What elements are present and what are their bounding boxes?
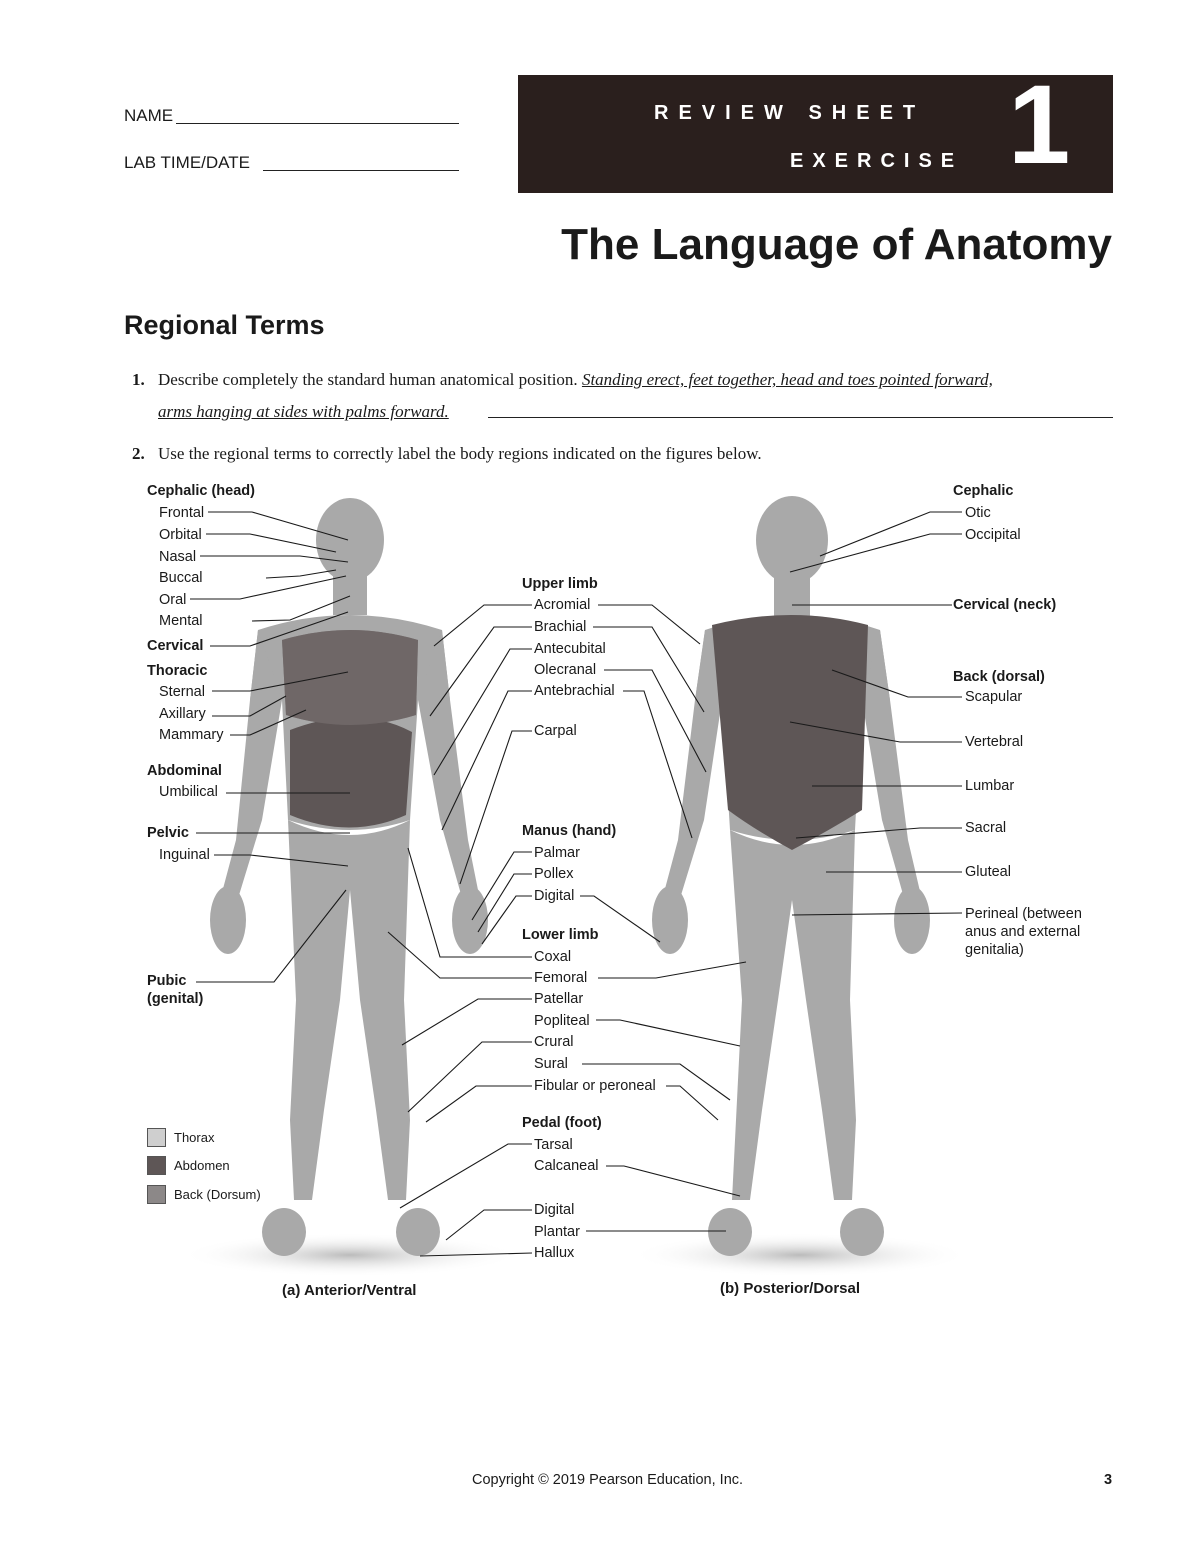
caption-posterior: (b) Posterior/Dorsal (720, 1280, 861, 1297)
label-fibular: Fibular or peroneal (534, 1078, 656, 1094)
label-thoracic: Thoracic (147, 663, 208, 679)
label-oral: Oral (159, 592, 187, 608)
review-sheet-banner: REVIEW SHEET EXERCISE 1 (518, 69, 1113, 193)
q1-answer-line2[interactable]: arms hanging at sides with palms forward… (158, 402, 449, 421)
label-mammary: Mammary (159, 727, 224, 743)
label-scapular: Scapular (965, 689, 1023, 705)
caption-anterior: (a) Anterior/Ventral (282, 1282, 417, 1299)
label-calcaneal: Calcaneal (534, 1158, 599, 1174)
abdomen-region (290, 718, 412, 828)
name-label: NAME (124, 106, 174, 125)
label-upper-limb: Upper limb (522, 576, 598, 592)
banner-exercise: EXERCISE (790, 150, 964, 172)
q2-number: 2. (132, 444, 145, 463)
label-sternal: Sternal (159, 684, 205, 700)
label-pollex: Pollex (534, 866, 574, 882)
legend-thorax-label: Thorax (174, 1130, 215, 1145)
label-sural: Sural (534, 1056, 568, 1072)
label-tarsal: Tarsal (534, 1137, 573, 1153)
legend-back-label: Back (Dorsum) (174, 1187, 261, 1202)
legend-thorax-swatch (147, 1128, 166, 1147)
label-coxal: Coxal (534, 949, 572, 965)
q1-prompt: Describe completely the standard human a… (158, 370, 578, 389)
label-cervical: Cervical (147, 638, 204, 654)
label-sacral: Sacral (965, 820, 1007, 836)
legend-abdomen-swatch (147, 1156, 166, 1175)
lab-time-label: LAB TIME/DATE (124, 153, 250, 172)
posterior-figure (652, 496, 930, 1256)
label-antebrachial: Antebrachial (534, 683, 615, 699)
label-cephalic: Cephalic (953, 483, 1014, 499)
page-number: 3 (1104, 1472, 1113, 1488)
label-palmar: Palmar (534, 845, 580, 861)
copyright: Copyright © 2019 Pearson Education, Inc. (472, 1472, 744, 1488)
label-perineal-2: anus and external (965, 924, 1081, 940)
section-heading: Regional Terms (124, 310, 325, 340)
q1-number: 1. (132, 370, 145, 389)
label-buccal: Buccal (159, 570, 203, 586)
label-popliteal: Popliteal (534, 1013, 590, 1029)
page-title: The Language of Anatomy (561, 220, 1112, 269)
label-orbital: Orbital (159, 527, 202, 543)
label-acromial: Acromial (534, 597, 591, 613)
exercise-number: 1 (1008, 62, 1071, 187)
label-frontal: Frontal (159, 505, 205, 521)
q1-answer-line1[interactable]: Standing erect, feet together, head and … (581, 370, 993, 389)
name-field[interactable] (176, 105, 459, 124)
lab-time-field[interactable] (263, 152, 459, 171)
label-digital-hand: Digital (534, 888, 575, 904)
label-otic: Otic (965, 505, 991, 521)
legend-back-swatch (147, 1185, 166, 1204)
label-back-dorsal: Back (dorsal) (953, 669, 1045, 685)
label-cervical-neck: Cervical (neck) (953, 597, 1057, 613)
anterior-figure (210, 498, 488, 1256)
q1-answer-underline (488, 417, 1113, 418)
q1-line1: Describe completely the standard human a… (158, 370, 1118, 390)
label-brachial: Brachial (534, 619, 587, 635)
label-abdominal: Abdominal (147, 763, 222, 779)
label-perineal-3: genitalia) (965, 942, 1024, 958)
legend-abdomen-label: Abdomen (174, 1158, 230, 1173)
label-vertebral: Vertebral (965, 734, 1024, 750)
label-patellar: Patellar (534, 991, 584, 1007)
label-carpal: Carpal (534, 723, 577, 739)
label-perineal: Perineal (between (965, 906, 1082, 922)
label-femoral: Femoral (534, 970, 588, 986)
label-lumbar: Lumbar (965, 778, 1015, 794)
label-pubic: Pubic (147, 973, 187, 989)
label-digital-foot: Digital (534, 1202, 575, 1218)
label-pedal: Pedal (foot) (522, 1115, 602, 1131)
label-manus: Manus (hand) (522, 823, 617, 839)
label-inguinal: Inguinal (159, 847, 210, 863)
label-lower-limb: Lower limb (522, 927, 599, 943)
q2-prompt: Use the regional terms to correctly labe… (158, 444, 762, 463)
label-crural: Crural (534, 1034, 574, 1050)
back-region (712, 615, 868, 850)
label-pelvic: Pelvic (147, 825, 189, 841)
label-gluteal: Gluteal (965, 864, 1011, 880)
label-umbilical: Umbilical (159, 784, 218, 800)
label-nasal: Nasal (159, 549, 197, 565)
label-hallux: Hallux (534, 1245, 575, 1261)
label-plantar: Plantar (534, 1224, 580, 1240)
banner-review-sheet: REVIEW SHEET (654, 102, 926, 124)
label-antecubital: Antecubital (534, 641, 606, 657)
label-occipital: Occipital (965, 527, 1021, 543)
label-pubic-genital: (genital) (147, 991, 204, 1007)
label-olecranal: Olecranal (534, 662, 597, 678)
label-cephalic-head: Cephalic (head) (147, 483, 255, 499)
label-axillary: Axillary (159, 706, 206, 722)
label-mental: Mental (159, 613, 203, 629)
